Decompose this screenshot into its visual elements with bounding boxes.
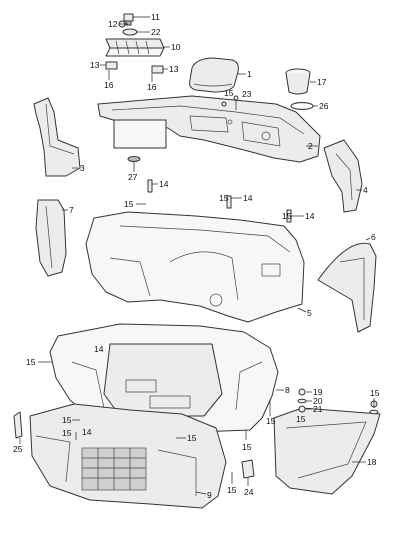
part-27-grommet <box>127 156 141 162</box>
part-2-dashboard-panel <box>97 95 321 163</box>
part-25-reflector <box>13 411 23 439</box>
callout-2: 2 <box>308 141 313 151</box>
callout-15-top: 15 <box>224 88 234 98</box>
part-3-left-bracket <box>33 97 81 177</box>
part-23-screw <box>233 95 239 110</box>
callout-5: 5 <box>307 308 312 318</box>
callout-16-right: 16 <box>147 82 157 92</box>
callout-21: 21 <box>313 404 323 414</box>
callout-3: 3 <box>80 163 85 173</box>
callout-15-m: 15 <box>227 485 237 495</box>
callout-15-j: 15 <box>62 428 72 438</box>
callout-12: 12 <box>108 19 118 29</box>
callout-14-e: 14 <box>94 344 104 354</box>
part-14-bolt-mid <box>226 195 232 209</box>
part-22-grommet <box>122 28 138 36</box>
callout-15-g: 15 <box>296 414 306 424</box>
callout-labels: 11 12 22 10 13 13 16 16 1 17 23 15 26 2 … <box>13 12 380 500</box>
callout-14-d: 14 <box>82 427 92 437</box>
callout-15-h: 15 <box>370 388 380 398</box>
part-14-bolt-mid-left <box>147 179 153 193</box>
part-4-right-bracket <box>323 139 363 213</box>
callout-15-e: 15 <box>26 357 36 367</box>
callout-15-d: 15 <box>282 211 292 221</box>
part-1-lid <box>189 57 239 93</box>
callout-18: 18 <box>367 457 377 467</box>
callout-26: 26 <box>319 101 329 111</box>
callout-15-l: 15 <box>242 442 252 452</box>
part-13-clip-right <box>151 65 164 74</box>
callout-1: 1 <box>247 69 252 79</box>
callout-15-i: 15 <box>62 415 72 425</box>
callout-19: 19 <box>313 387 323 397</box>
part-18-access-panel <box>273 407 381 495</box>
callout-13-right: 13 <box>169 64 179 74</box>
callout-23: 23 <box>242 89 252 99</box>
callout-16-left: 16 <box>104 80 114 90</box>
callout-14-b: 14 <box>243 193 253 203</box>
part-10-vent-grille <box>105 38 165 57</box>
callout-7: 7 <box>69 205 74 215</box>
callout-17: 17 <box>317 77 327 87</box>
part-24-plate <box>241 459 255 479</box>
callout-22: 22 <box>151 27 161 37</box>
callout-4: 4 <box>363 185 368 195</box>
callout-6: 6 <box>371 232 376 242</box>
callout-11: 11 <box>151 12 160 22</box>
part-26-ring <box>290 101 314 111</box>
part-8-hood <box>49 323 279 433</box>
callout-20: 20 <box>313 396 323 406</box>
part-19-20-21-fastener-stack <box>297 388 379 415</box>
callout-14-c: 14 <box>305 211 315 221</box>
callout-27: 27 <box>128 172 138 182</box>
leader-lines <box>19 16 375 495</box>
callout-15-c: 15 <box>219 193 229 203</box>
callout-25: 25 <box>13 444 23 454</box>
callout-15-b: 15 <box>124 199 134 209</box>
part-17-cup-holder <box>285 68 311 95</box>
part-7-left-fender <box>35 199 67 277</box>
callout-24: 24 <box>244 487 254 497</box>
part-11-knob <box>123 13 134 26</box>
callout-15-f: 15 <box>266 416 276 426</box>
part-6-right-fender <box>317 242 377 333</box>
callout-13-left: 13 <box>90 60 100 70</box>
callout-9: 9 <box>207 490 212 500</box>
callout-8: 8 <box>285 385 290 395</box>
callout-10: 10 <box>171 42 181 52</box>
part-13-clip-left <box>105 61 118 70</box>
callout-14-a: 14 <box>159 179 169 189</box>
part-5-inner-panel <box>85 211 305 323</box>
callout-15-k: 15 <box>187 433 197 443</box>
part-15-screw-top <box>221 101 227 107</box>
part-9-front-bumper <box>29 403 227 509</box>
